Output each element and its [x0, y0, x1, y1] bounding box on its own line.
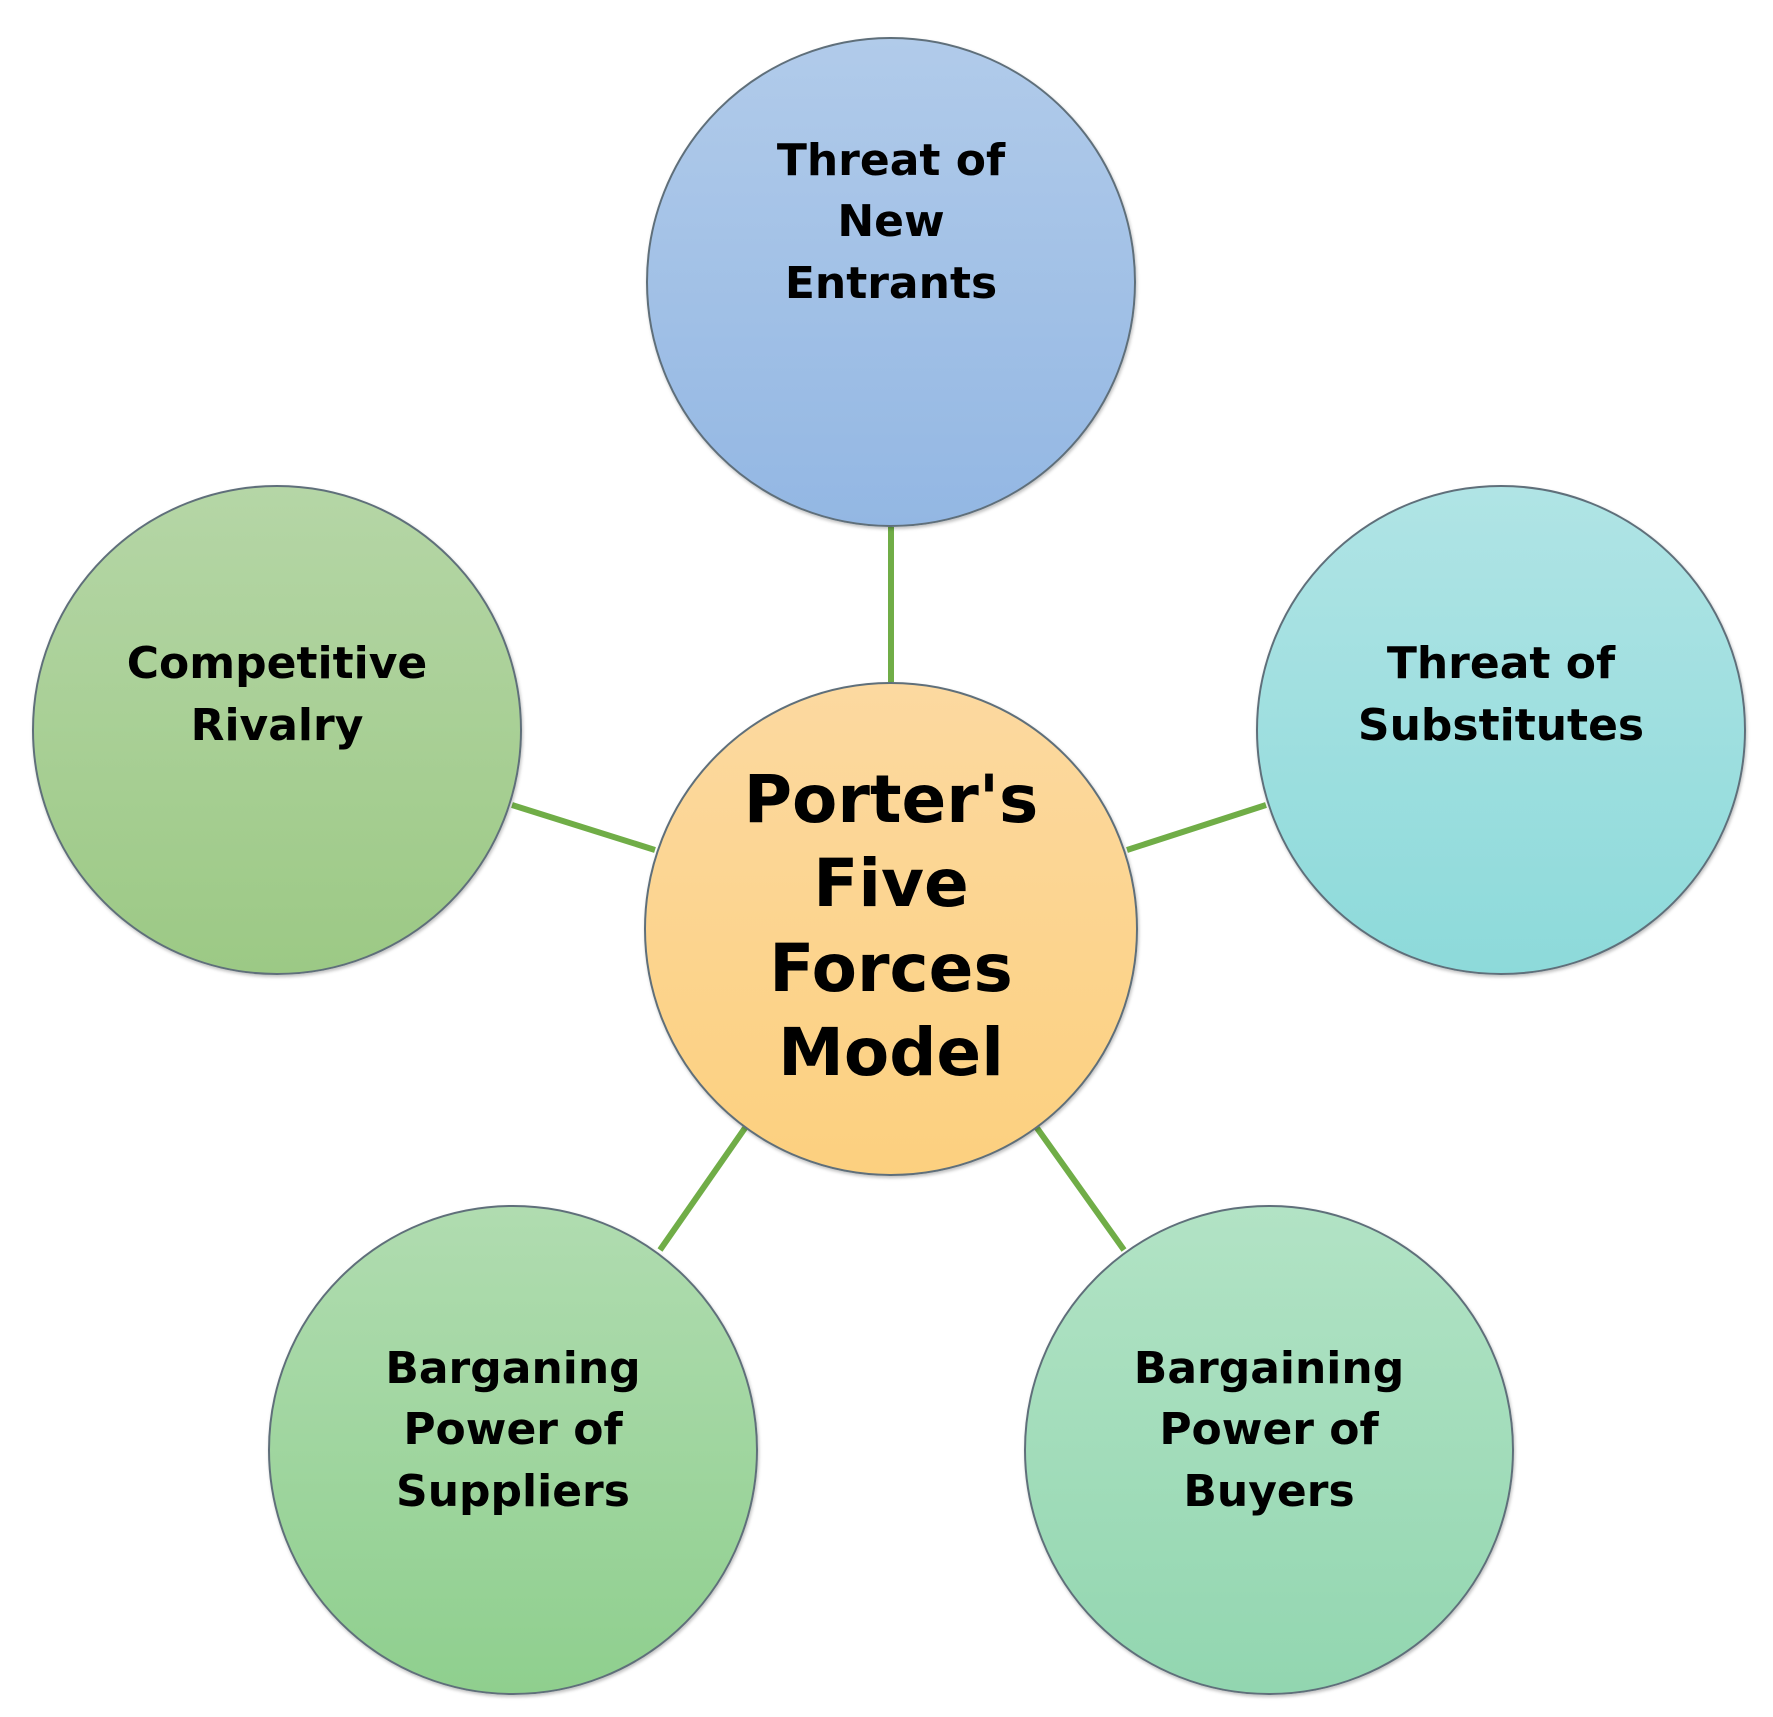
connector-substitutes	[1126, 802, 1267, 853]
node-label: Competitive Rivalry	[126, 638, 428, 751]
node-label: Threat of Substitutes	[1357, 638, 1645, 751]
node-center-model: Porter's Five Forces Model	[644, 682, 1138, 1176]
node-label: Threat of New Entrants	[776, 134, 1006, 309]
connector-buyers	[1034, 1126, 1127, 1252]
node-label: Barganing Power of Suppliers	[385, 1342, 641, 1517]
node-threat-of-substitutes: Threat of Substitutes	[1256, 485, 1746, 975]
connector-rivalry	[511, 802, 656, 853]
node-competitive-rivalry: Competitive Rivalry	[32, 485, 522, 975]
center-title: Porter's Five Forces Model	[743, 760, 1039, 1091]
node-threat-of-new-entrants: Threat of New Entrants	[646, 37, 1136, 527]
node-bargaining-power-buyers: Bargaining Power of Buyers	[1024, 1205, 1514, 1695]
connector-suppliers	[657, 1126, 748, 1252]
node-bargaining-power-suppliers: Barganing Power of Suppliers	[268, 1205, 758, 1695]
node-label: Bargaining Power of Buyers	[1133, 1342, 1405, 1517]
